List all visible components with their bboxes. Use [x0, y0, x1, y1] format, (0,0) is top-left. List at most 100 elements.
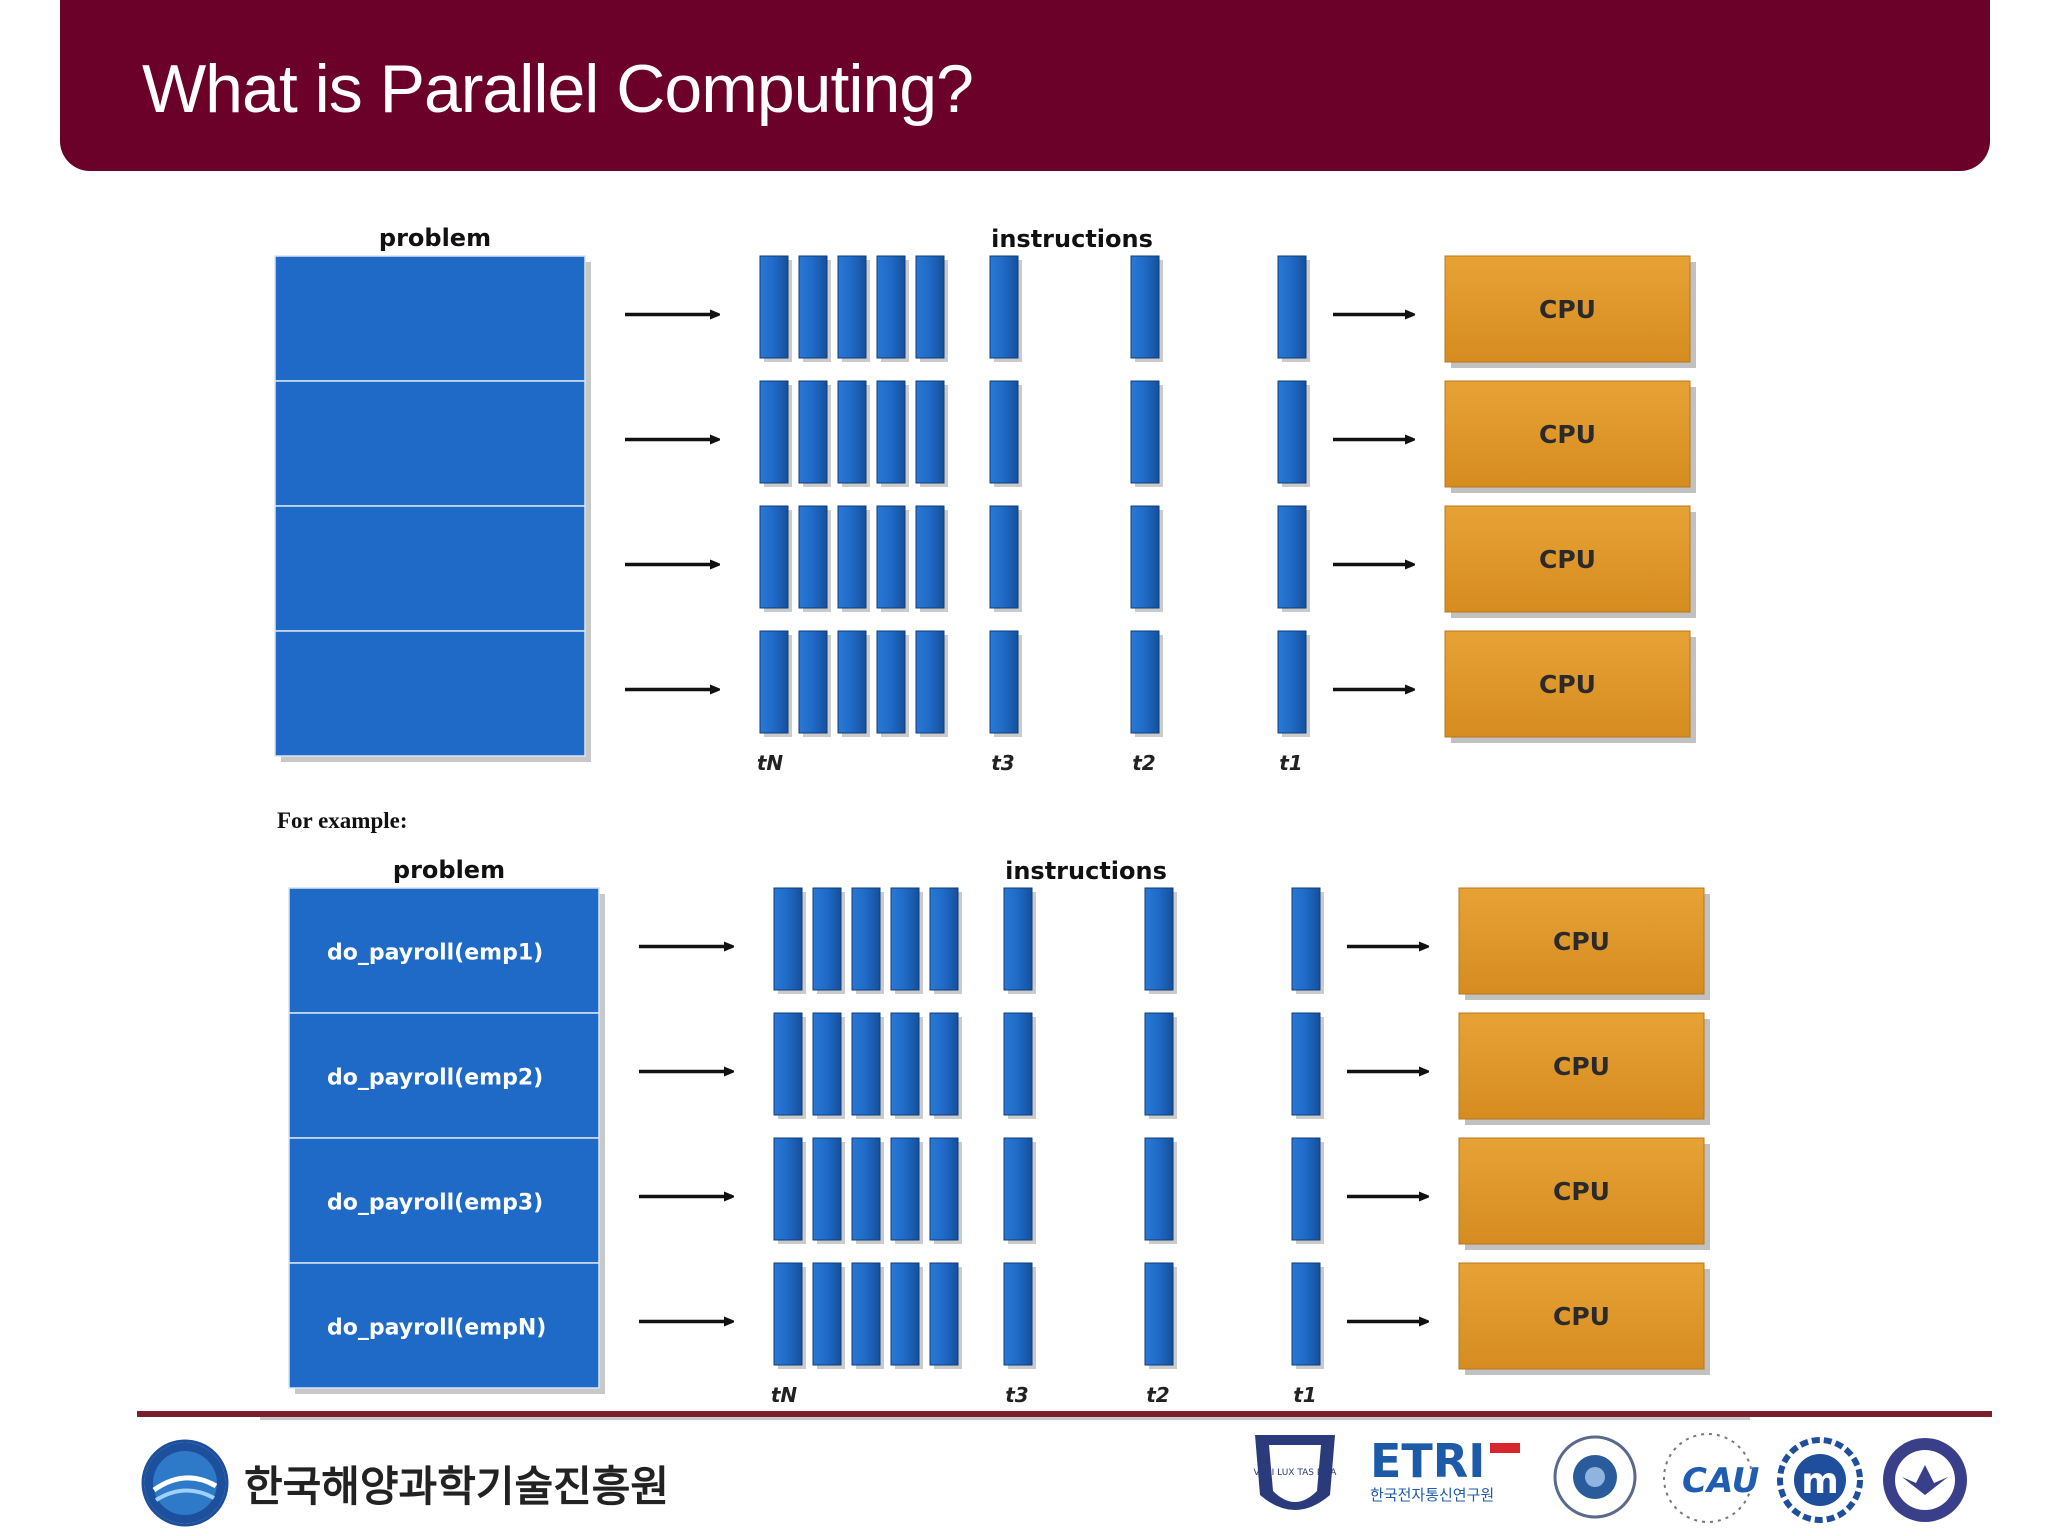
diagram2-cpu-box: [1458, 1012, 1705, 1120]
diagram1-instruction-bar: [1130, 380, 1160, 484]
diagram2-problem-row-label: do_payroll(emp3): [327, 1191, 543, 1216]
diagram1-instruction-bar: [876, 380, 906, 484]
diagram2-problem-row: [288, 887, 600, 1014]
diagram1-instruction-bar: [759, 380, 789, 484]
diagram2-instruction-bar: [773, 1262, 803, 1366]
diagram2-instruction-bar: [1003, 1262, 1033, 1366]
diagram1-instruction-bar: [915, 255, 945, 359]
diagram1-instruction-bar: [876, 505, 906, 609]
diagram1-instruction-bar: [1277, 380, 1307, 484]
diagram1-instruction-bar: [759, 630, 789, 734]
diagram2-instruction-bar: [812, 1262, 842, 1366]
diagram2-instruction-bar: [1291, 887, 1321, 991]
diagram1-instruction-bar: [1277, 630, 1307, 734]
diagram1-time-label: t2: [1132, 751, 1155, 775]
diagram1-instruction-bar: [876, 255, 906, 359]
diagram2-instruction-bar: [890, 887, 920, 991]
diagram1-instruction-bar: [837, 630, 867, 734]
diagram1-instruction-bar: [915, 505, 945, 609]
diagram1-instruction-bar: [915, 380, 945, 484]
org-name: 한국해양과학기술진흥원: [244, 1461, 670, 1511]
diagram2-instruction-bar: [773, 1012, 803, 1116]
diagram1-instruction-bar: [915, 630, 945, 734]
diagram1-problem-row: [274, 505, 586, 632]
diagram2-problem-row-label: do_payroll(empN): [327, 1316, 546, 1341]
diagram2-instruction-bar: [1144, 1012, 1174, 1116]
etri-subtext: 한국전자통신연구원: [1370, 1486, 1494, 1504]
diagram1-instruction-bar: [1277, 505, 1307, 609]
diagram2-instruction-bar: [1144, 887, 1174, 991]
diagram1-cpu-label: CPU: [1539, 670, 1596, 699]
diagram1-cpu-label: CPU: [1539, 295, 1596, 324]
kimst-emblem-icon: [141, 1439, 229, 1527]
kimst-logo: 한국해양과학기술진흥원: [140, 1438, 669, 1528]
diagram2-time-label: t3: [1005, 1383, 1028, 1407]
diagram1-instructions-label: instructions: [991, 225, 1153, 253]
diagram2-time-label: t2: [1146, 1383, 1169, 1407]
diagram2-instruction-bar: [929, 1137, 959, 1241]
mju-text: m: [1801, 1461, 1839, 1502]
etri-text: ETRI: [1370, 1434, 1485, 1488]
diagram1-instruction-bar: [989, 630, 1019, 734]
diagram1-instruction-bar: [798, 380, 828, 484]
mju-logo: m: [1777, 1437, 1863, 1523]
diagram2-instruction-bar: [851, 1012, 881, 1116]
diagram1-instruction-bar: [1130, 630, 1160, 734]
diagram2-instruction-bar: [929, 1262, 959, 1366]
diagram1-instruction-bar: [759, 505, 789, 609]
inha-university-logo: [1553, 1435, 1637, 1519]
diagram2-instruction-bar: [812, 887, 842, 991]
diagram2-instruction-bar: [1144, 1262, 1174, 1366]
diagram1-cpu-label: CPU: [1539, 420, 1596, 449]
diagram1-cpu-box: [1444, 255, 1691, 363]
diagram1-time-label: t1: [1279, 751, 1302, 775]
diagram1-instruction-bar: [1130, 255, 1160, 359]
diagram1-cpu-box: [1444, 630, 1691, 738]
diagram2-problem-row-label: do_payroll(emp1): [327, 941, 543, 966]
diagram1-instruction-bar: [1130, 505, 1160, 609]
diagram2-instruction-bar: [773, 1137, 803, 1241]
diagram2-instruction-bar: [1003, 887, 1033, 991]
diagram2-instruction-bar: [1003, 1137, 1033, 1241]
diagram1-problem-row: [274, 630, 586, 757]
diagram1-instruction-bar: [1277, 255, 1307, 359]
diagram1-instruction-bar: [989, 505, 1019, 609]
diagram1-time-label: tN: [757, 751, 784, 775]
diagram2-instruction-bar: [1291, 1262, 1321, 1366]
diagram2-cpu-label: CPU: [1553, 1302, 1610, 1331]
aerospace-university-logo: [1883, 1438, 1967, 1522]
diagram2-cpu-label: CPU: [1553, 1052, 1610, 1081]
diagram2-instruction-bar: [890, 1012, 920, 1116]
diagram2-cpu-label: CPU: [1553, 927, 1610, 956]
diagram1-instruction-bar: [989, 255, 1019, 359]
diagram2-instruction-bar: [812, 1137, 842, 1241]
diagram2-cpu-box: [1458, 887, 1705, 995]
diagram1-instruction-bar: [837, 380, 867, 484]
diagram2-instruction-bar: [851, 1262, 881, 1366]
seal-text: VERI LUX TAS MEA: [1254, 1468, 1338, 1478]
diagram2-problem-row: [288, 1137, 600, 1264]
diagram1-problem-label: problem: [379, 224, 491, 252]
diagram2-problem-row-label: do_payroll(emp2): [327, 1066, 543, 1091]
diagram2-time-label: tN: [771, 1383, 798, 1407]
diagram2-problem-row: [288, 1012, 600, 1139]
example-label: For example:: [277, 808, 408, 833]
diagram2-instruction-bar: [890, 1262, 920, 1366]
diagram2-problem-label: problem: [393, 856, 505, 884]
diagram1-problem-row: [274, 380, 586, 507]
diagram2-instruction-bar: [1291, 1012, 1321, 1116]
cau-text: CAU: [1682, 1461, 1759, 1501]
diagram1-instruction-bar: [759, 255, 789, 359]
slide-title: What is Parallel Computing?: [142, 51, 974, 127]
diagram2-cpu-box: [1458, 1262, 1705, 1370]
diagram2-problem-row: [288, 1262, 600, 1389]
cau-logo: CAU: [1663, 1433, 1759, 1523]
diagram1-instruction-bar: [876, 630, 906, 734]
diagram1-instruction-bar: [798, 255, 828, 359]
footer-divider: [137, 1411, 1992, 1417]
footer-divider-light: [260, 1417, 1750, 1420]
diagram2-instruction-bar: [890, 1137, 920, 1241]
